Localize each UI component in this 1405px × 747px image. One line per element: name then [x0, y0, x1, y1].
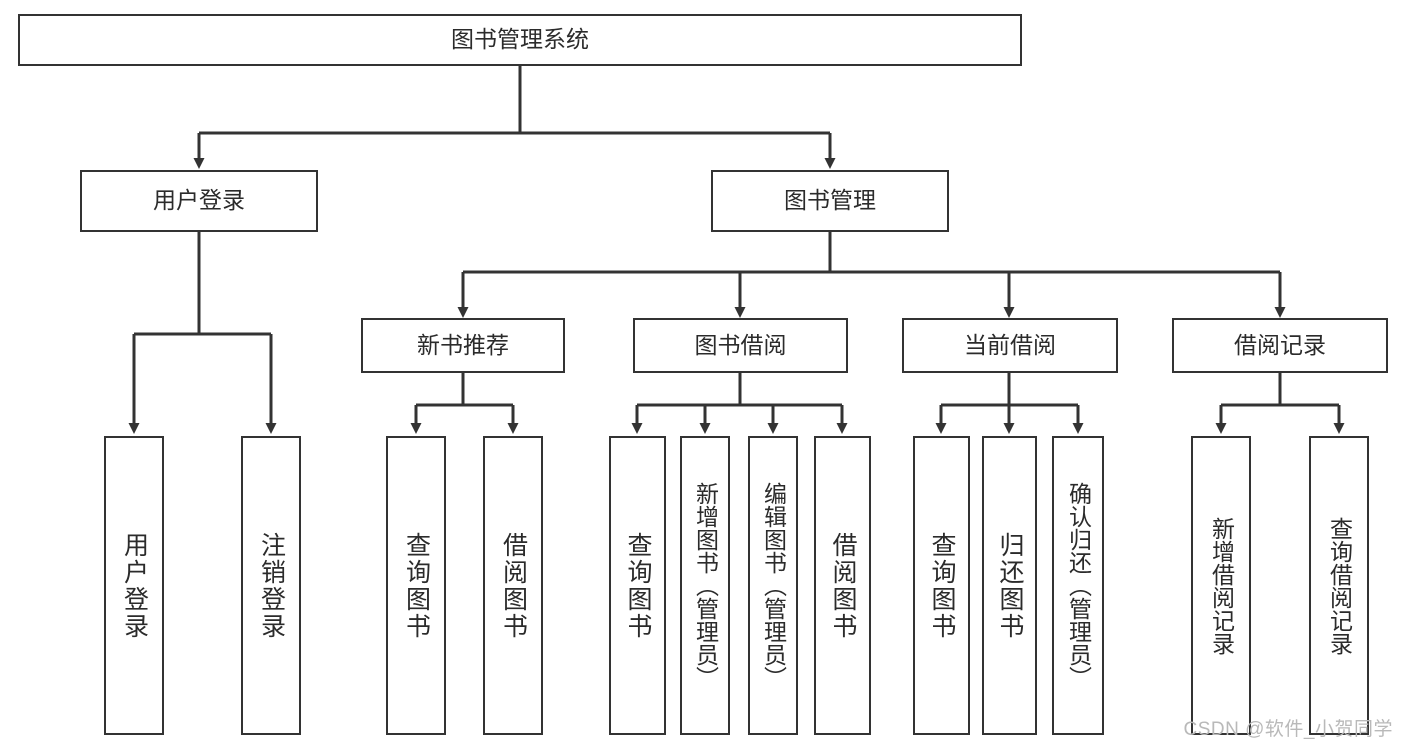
- node-label: 编辑图书（管理员）: [760, 482, 787, 689]
- leaf-return-book[interactable]: 归还图书: [982, 436, 1037, 735]
- node-label: 确认归还（管理员）: [1065, 482, 1092, 689]
- leaf-query-book-current[interactable]: 查询图书: [913, 436, 970, 735]
- leaf-user-login[interactable]: 用户登录: [104, 436, 164, 735]
- node-borrow-records[interactable]: 借阅记录: [1172, 318, 1388, 373]
- node-book-management[interactable]: 图书管理: [711, 170, 949, 232]
- node-label: 借阅记录: [1234, 331, 1326, 358]
- node-label: 查询图书: [402, 531, 431, 640]
- watermark: CSDN @软件_小贺同学: [1183, 719, 1393, 740]
- node-label: 借阅图书: [829, 531, 857, 640]
- node-label: 用户登录: [120, 531, 149, 640]
- leaf-edit-book-admin[interactable]: 编辑图书（管理员）: [748, 436, 798, 735]
- leaf-add-borrow-record[interactable]: 新增借阅记录: [1191, 436, 1251, 735]
- node-label: 当前借阅: [964, 331, 1056, 358]
- node-current-borrow[interactable]: 当前借阅: [902, 318, 1118, 373]
- leaf-query-borrow-record[interactable]: 查询借阅记录: [1309, 436, 1369, 735]
- node-new-book-recommend[interactable]: 新书推荐: [361, 318, 565, 373]
- node-label: 查询图书: [624, 531, 652, 640]
- node-label: 新书推荐: [417, 331, 509, 358]
- node-label: 图书管理: [784, 187, 876, 214]
- node-root-book-management-system[interactable]: 图书管理系统: [18, 14, 1022, 66]
- leaf-borrow-book[interactable]: 借阅图书: [814, 436, 871, 735]
- leaf-query-book-recommend[interactable]: 查询图书: [386, 436, 446, 735]
- node-label: 用户登录: [153, 187, 245, 214]
- leaf-confirm-return-admin[interactable]: 确认归还（管理员）: [1052, 436, 1104, 735]
- node-label: 借阅图书: [499, 531, 528, 640]
- leaf-query-book-borrow[interactable]: 查询图书: [609, 436, 666, 735]
- node-book-borrow[interactable]: 图书借阅: [633, 318, 848, 373]
- node-label: 图书借阅: [694, 331, 787, 358]
- leaf-add-book-admin[interactable]: 新增图书（管理员）: [680, 436, 730, 735]
- node-label: 新增借阅记录: [1208, 516, 1235, 655]
- node-label: 新增图书（管理员）: [692, 482, 719, 689]
- node-user-login[interactable]: 用户登录: [80, 170, 318, 232]
- node-label: 查询图书: [928, 531, 956, 640]
- node-label: 归还图书: [996, 531, 1024, 640]
- leaf-borrow-book-recommend[interactable]: 借阅图书: [483, 436, 543, 735]
- node-label: 查询借阅记录: [1326, 516, 1353, 655]
- node-label: 图书管理系统: [451, 26, 589, 53]
- node-label: 注销登录: [257, 531, 286, 640]
- leaf-logout[interactable]: 注销登录: [241, 436, 301, 735]
